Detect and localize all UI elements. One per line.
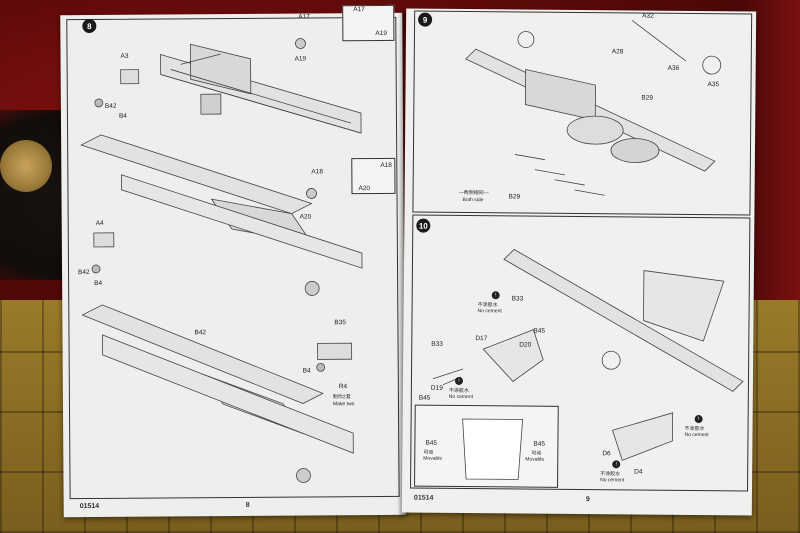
part-label-a28: A28 — [611, 48, 624, 56]
part-label-a19: A19 — [294, 55, 307, 63]
warning-icon: ! — [491, 291, 500, 300]
warning-icon: ! — [454, 376, 463, 385]
part-label-d6: D6 — [602, 450, 611, 458]
part-label-b45: B45 — [418, 394, 431, 402]
part-label-a20: A20 — [299, 213, 312, 221]
part-label-d19: D19 — [430, 384, 443, 392]
footer-product-code: 01514 — [79, 502, 100, 511]
part-label-d17: D17 — [475, 335, 488, 343]
part-label-d20: D20 — [519, 341, 532, 349]
note-make-two: Make two — [332, 401, 355, 408]
part-label-b33: B33 — [511, 295, 524, 303]
part-label-d4: D4 — [634, 468, 643, 476]
right-page-drawings — [432, 20, 744, 480]
part-label-a36: A36 — [667, 64, 680, 72]
note-no-cement: No cement — [600, 477, 625, 484]
note-no-cement: No cement — [448, 393, 474, 401]
note-both-side-cn: —两侧相同— — [458, 189, 489, 197]
footer-product-code: 01514 — [413, 494, 434, 502]
part-label-b45: B45 — [533, 327, 546, 335]
part-label-b4: B4 — [118, 112, 127, 120]
part-label-b4: B4 — [94, 279, 103, 287]
part-label-r4: R4 — [338, 383, 348, 391]
part-label-b4: B4 — [302, 367, 311, 375]
part-label-b42: B42 — [104, 102, 117, 110]
part-label-a3: A3 — [120, 52, 129, 60]
part-label-a18: A18 — [311, 168, 323, 176]
part-label-a4: A4 — [95, 219, 104, 227]
part-label-b29: B29 — [508, 193, 521, 201]
part-label-b33: B33 — [431, 340, 443, 348]
part-label-a32: A32 — [642, 12, 654, 20]
note-both-side: Both side — [462, 196, 484, 204]
left-page-drawings — [80, 38, 363, 483]
note-no-cement: No cement — [684, 431, 709, 439]
gold-disc — [0, 140, 52, 192]
page-number: 9 — [585, 496, 590, 504]
instruction-page-left: 8 A17 A19 A18 A20 — [60, 4, 406, 518]
part-label-a35: A35 — [707, 81, 720, 89]
note-make-two-cn: 制作2套 — [332, 394, 351, 401]
warning-icon: ! — [612, 460, 621, 469]
part-label-b42: B42 — [78, 269, 90, 277]
instruction-page-right: 9 10 B45 可动 Movable B45 可动 Movable A32 A — [401, 8, 757, 516]
part-label-b42: B42 — [194, 329, 207, 337]
warning-icon: ! — [694, 415, 703, 424]
part-label-b35: B35 — [334, 319, 347, 327]
part-label: A17 — [353, 6, 365, 14]
part-label-a17: A17 — [298, 13, 310, 21]
page-number: 8 — [245, 501, 250, 509]
note-no-cement: No cement — [477, 308, 502, 315]
part-label-b29: B29 — [641, 94, 654, 102]
